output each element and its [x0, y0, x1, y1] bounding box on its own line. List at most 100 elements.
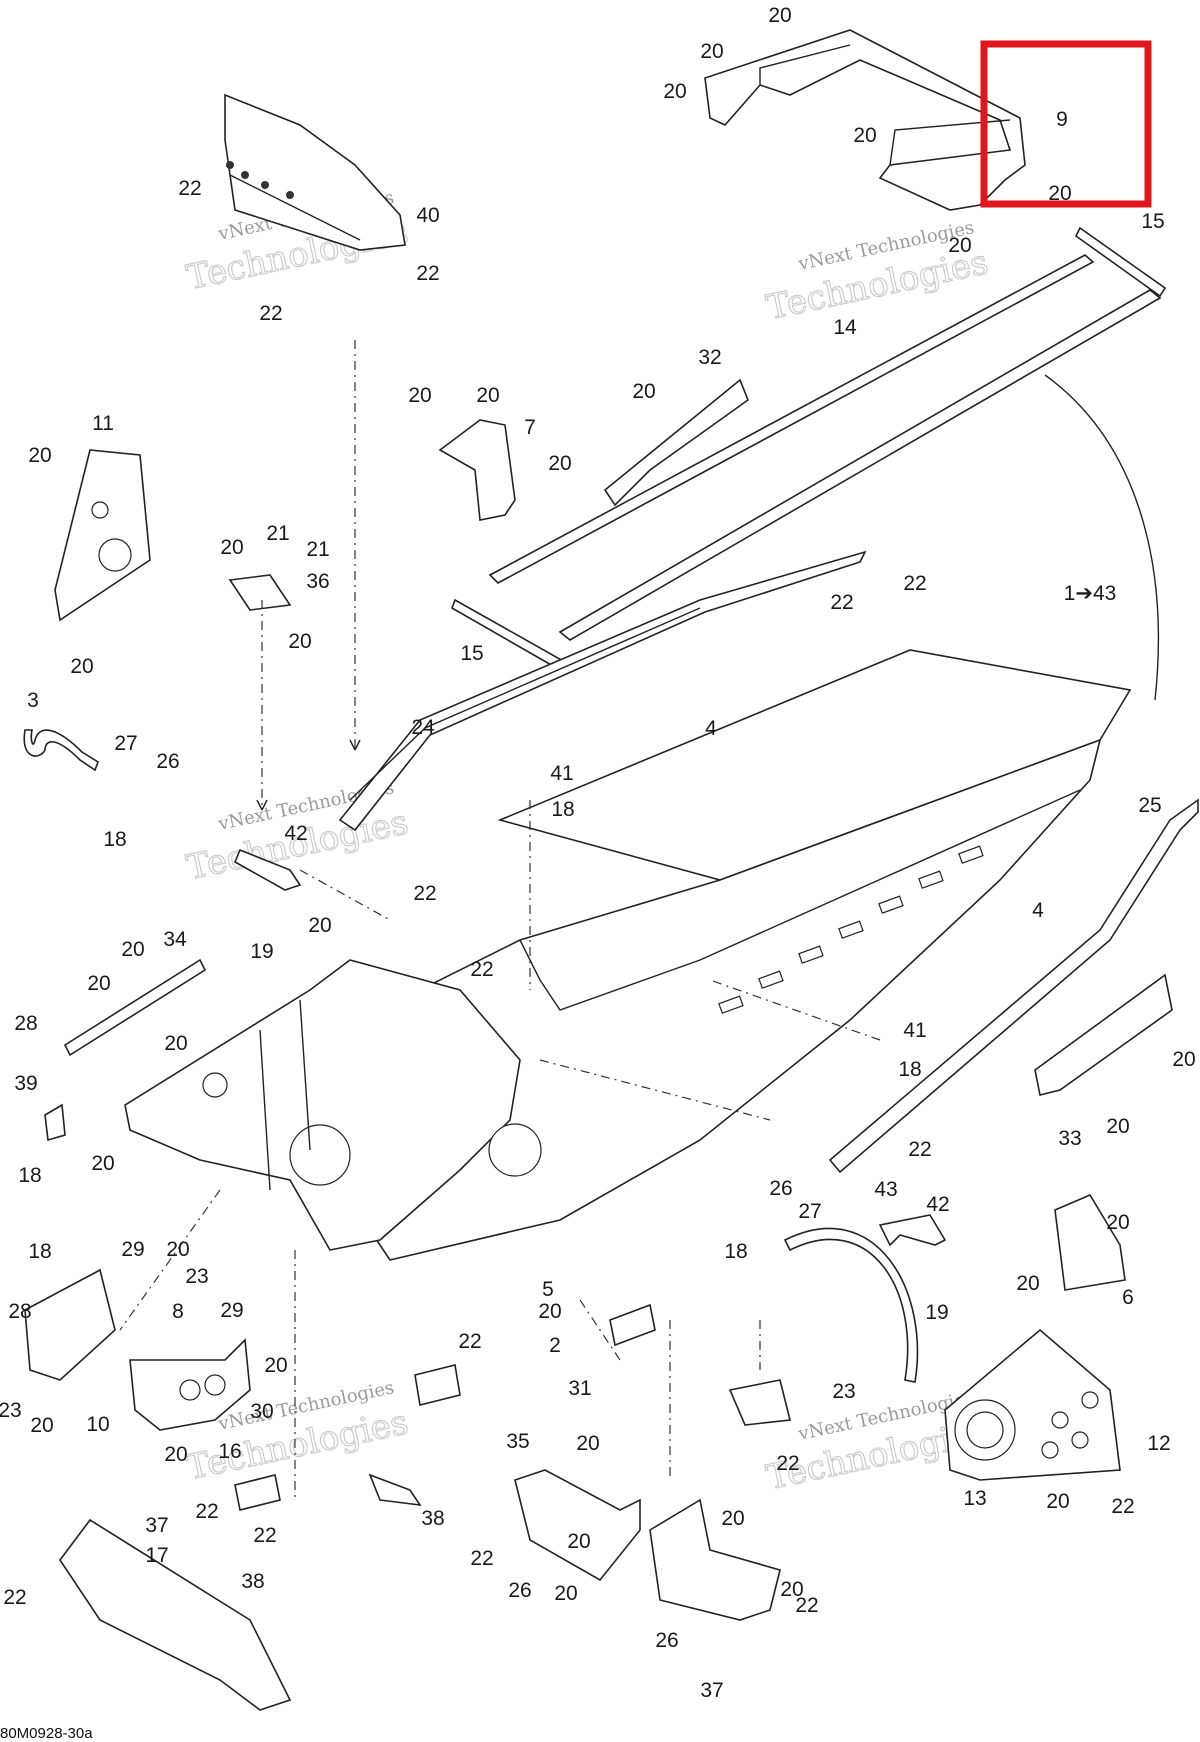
- callout-label: 20: [28, 444, 51, 467]
- callout-label: 10: [86, 1413, 109, 1436]
- callout-label: 20: [166, 1238, 189, 1261]
- part-14-rail-lower: [558, 289, 1162, 641]
- callout-label: 8: [172, 1300, 184, 1323]
- callout-label: 43: [874, 1178, 897, 1201]
- callout-label: 18: [724, 1240, 747, 1263]
- callout-label: 17: [145, 1544, 168, 1567]
- callout-label: 19: [250, 940, 273, 963]
- callout-label: 31: [568, 1377, 591, 1400]
- callout-label: 32: [698, 346, 721, 369]
- callout-label: 41: [550, 762, 573, 785]
- callout-label: 14: [833, 316, 857, 339]
- part-3-tube: [23, 729, 99, 772]
- callout-label: 28: [8, 1300, 31, 1323]
- callout-label: 27: [798, 1200, 821, 1223]
- callout-label: 20: [1172, 1048, 1195, 1071]
- callout-label: 21: [266, 522, 289, 545]
- callout-label: 22: [259, 302, 282, 325]
- callout-label: 22: [3, 1586, 26, 1609]
- callout-label: 20: [164, 1443, 187, 1466]
- callout-label: 4: [1032, 899, 1044, 922]
- callout-label: 20: [780, 1578, 803, 1601]
- part-15-block-top: [1074, 226, 1167, 298]
- part-17-bracket: [649, 1498, 781, 1621]
- callout-label: 20: [567, 1530, 590, 1553]
- callout-label: 29: [220, 1299, 243, 1322]
- callout-label: 18: [551, 798, 574, 821]
- slot-pattern: [718, 845, 984, 1014]
- part-42-handle-left: [233, 848, 302, 891]
- callout-label: 38: [241, 1570, 264, 1593]
- tunnel-top-plate: [497, 649, 1132, 881]
- part-8-bracket: [1054, 1193, 1126, 1291]
- callout-label: 20: [91, 1152, 114, 1175]
- callout-label: 20: [30, 1414, 53, 1437]
- part-30-bracket: [609, 1303, 656, 1347]
- callout-label: 20: [476, 384, 499, 407]
- callout-label: 27: [114, 732, 137, 755]
- callout-label: 37: [145, 1514, 168, 1537]
- callout-label: 15: [1141, 210, 1164, 233]
- callout-label: 24: [411, 716, 435, 739]
- callout-label: 22: [470, 1547, 493, 1570]
- callout-label: 20: [70, 655, 93, 678]
- part-32-bracket: [603, 378, 749, 507]
- callout-label: 39: [14, 1072, 37, 1095]
- callout-label: 20: [554, 1582, 577, 1605]
- callout-label: 35: [506, 1430, 529, 1453]
- callout-label: 4: [705, 717, 717, 740]
- callout-label: 20: [121, 938, 144, 961]
- callout-label: 22: [178, 177, 201, 200]
- callout-label: 40: [416, 204, 439, 227]
- part-40-panel: [224, 93, 406, 251]
- callout-label: 22: [1111, 1495, 1134, 1518]
- part-25-slide: [828, 798, 1199, 1174]
- callout-label: 1➔43: [1064, 582, 1117, 605]
- callout-label: 20: [164, 1032, 187, 1055]
- callout-label: 20: [853, 124, 876, 147]
- callout-label: 22: [458, 1330, 481, 1353]
- callout-label: 22: [795, 1594, 818, 1617]
- callout-label: 42: [284, 822, 307, 845]
- highlight-box: [980, 40, 1152, 208]
- callout-label: 22: [908, 1138, 931, 1161]
- callout-label: 7: [524, 416, 536, 439]
- callout-label: 20: [1106, 1115, 1129, 1138]
- part-19-bracket: [24, 1268, 116, 1381]
- callout-label: 41: [903, 1019, 926, 1042]
- callout-label: 21: [306, 538, 329, 561]
- callout-label: 19: [925, 1301, 948, 1324]
- callout-label: 2: [549, 1334, 561, 1357]
- callout-label: 28: [14, 1012, 37, 1035]
- callout-label: 20: [632, 380, 655, 403]
- callout-label: 22: [830, 591, 853, 614]
- callout-label: 6: [1122, 1286, 1134, 1309]
- part-37-bumper: [59, 1518, 292, 1711]
- callout-label: 20: [1046, 1490, 1069, 1513]
- callout-label: 20: [220, 536, 243, 559]
- callout-label: 20: [308, 914, 331, 937]
- part-35-bracket: [368, 1473, 422, 1507]
- callout-label: 22: [416, 262, 439, 285]
- callout-label: 18: [18, 1164, 41, 1187]
- callout-label: 25: [1138, 794, 1161, 817]
- callout-label: 26: [655, 1629, 678, 1652]
- part-13-bracket: [234, 1474, 281, 1511]
- callout-label: 22: [903, 572, 926, 595]
- part-24-slide: [338, 550, 867, 832]
- callout-label: 5: [542, 1278, 554, 1301]
- part-11-plate: [54, 449, 151, 622]
- callout-label: 20: [538, 1300, 561, 1323]
- callout-label: 11: [92, 412, 114, 435]
- callout-label: 36: [306, 570, 329, 593]
- callout-label: 18: [898, 1058, 921, 1081]
- part-6-bracket: [414, 1364, 461, 1406]
- part-36-clip: [228, 574, 292, 611]
- callout-label: 23: [832, 1380, 855, 1403]
- callout-label: 20: [663, 80, 686, 103]
- callout-label: 22: [470, 958, 493, 981]
- part-39-bracket: [44, 1103, 66, 1142]
- part-14-rail-upper: [488, 254, 1095, 584]
